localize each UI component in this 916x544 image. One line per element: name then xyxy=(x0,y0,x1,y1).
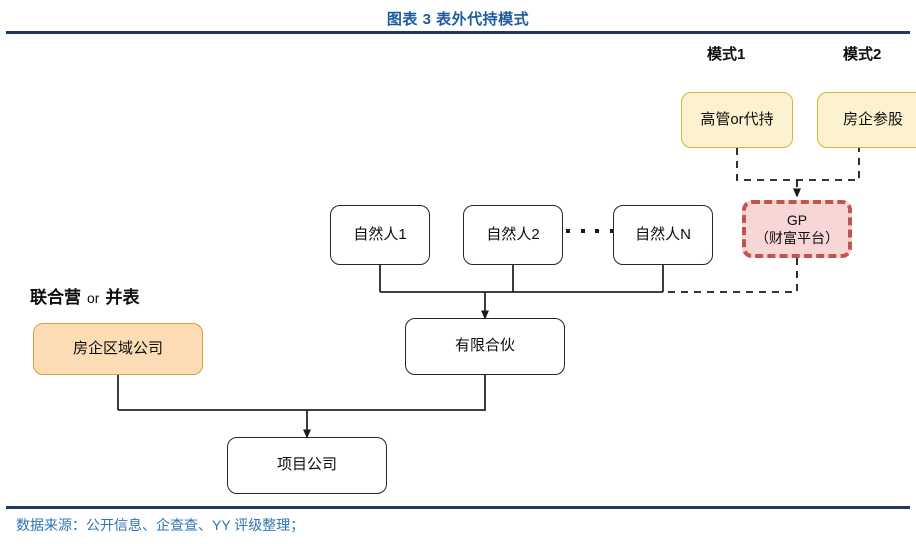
caption-mode-1: 模式1 xyxy=(707,46,746,63)
caption-joint-or-consolidated: 联合营 or 并表 xyxy=(30,283,139,308)
caption-joint-venture: 联合营 xyxy=(30,288,81,307)
node-developer-regional-company-label: 房企区域公司 xyxy=(72,339,163,357)
caption-consolidated: 并表 xyxy=(105,288,140,307)
wire-modes-merge xyxy=(736,148,860,181)
ellipsis-dots-icon xyxy=(566,226,614,236)
node-developer-stake[interactable]: 房企参股 xyxy=(817,92,916,148)
node-limited-partnership[interactable]: 有限合伙 xyxy=(405,318,565,375)
caption-or: or xyxy=(87,290,100,306)
node-developer-stake-label: 房企参股 xyxy=(842,110,903,128)
node-person-1-label: 自然人1 xyxy=(353,225,407,243)
node-project-company[interactable]: 项目公司 xyxy=(227,437,387,494)
node-project-company-label: 项目公司 xyxy=(276,456,337,474)
source-note: 数据来源：公开信息、企查查、YY 评级整理； xyxy=(16,517,305,533)
node-person-1[interactable]: 自然人1 xyxy=(330,205,430,265)
node-developer-regional-company[interactable]: 房企区域公司 xyxy=(33,323,203,375)
caption-mode-2: 模式2 xyxy=(843,46,882,63)
bottom-divider-rule xyxy=(6,506,910,509)
node-person-2-label: 自然人2 xyxy=(486,225,540,243)
top-divider-rule xyxy=(6,31,910,34)
node-person-n[interactable]: 自然人N xyxy=(613,205,713,265)
node-gp-sublabel: （财富平台） xyxy=(755,230,839,246)
node-exec-proxy[interactable]: 高管or代持 xyxy=(681,92,793,148)
node-gp-label: GP xyxy=(786,211,808,228)
node-person-2[interactable]: 自然人2 xyxy=(463,205,563,265)
node-person-n-label: 自然人N xyxy=(635,225,691,243)
figure-title: 图表 3 表外代持模式 xyxy=(386,11,530,28)
node-limited-partnership-label: 有限合伙 xyxy=(454,337,515,355)
wire-partnership-to-projectbus xyxy=(118,375,486,411)
node-exec-proxy-label: 高管or代持 xyxy=(700,110,774,128)
node-gp-wealth-platform[interactable]: GP （财富平台） xyxy=(742,200,852,258)
